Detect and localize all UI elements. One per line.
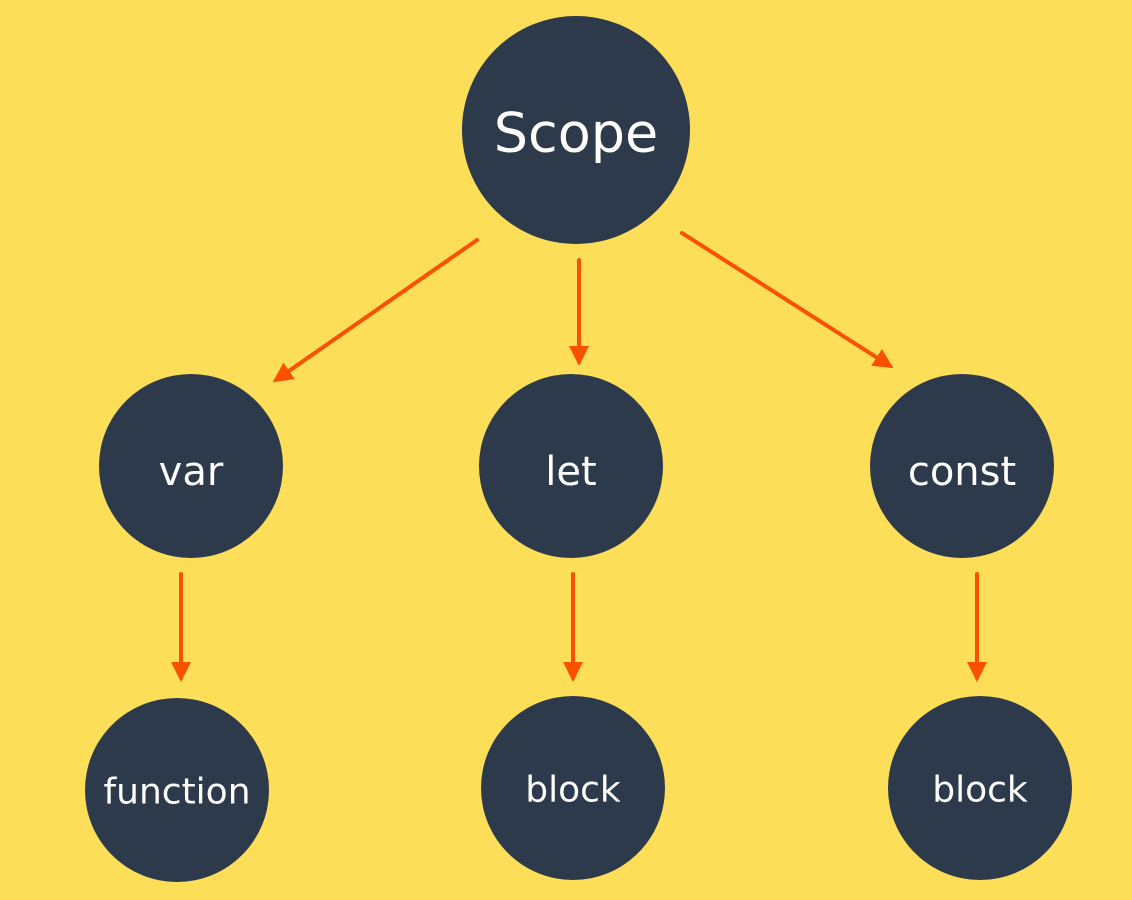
- node-var-label: var: [159, 449, 224, 495]
- node-scope-label: Scope: [494, 102, 659, 165]
- node-block-let-label: block: [525, 770, 621, 811]
- node-scope: Scope: [462, 16, 690, 244]
- node-const-label: const: [908, 449, 1016, 495]
- node-block-const-label: block: [932, 770, 1028, 811]
- node-block-const: block: [888, 696, 1072, 880]
- node-function-label: function: [103, 772, 250, 813]
- node-let: let: [479, 374, 663, 558]
- node-function: function: [85, 698, 269, 882]
- node-let-label: let: [545, 449, 596, 495]
- node-block-let: block: [481, 696, 665, 880]
- edge-root-to-const: [680, 231, 894, 369]
- node-const: const: [870, 374, 1054, 558]
- node-var: var: [99, 374, 283, 558]
- edge-root-to-var: [272, 238, 479, 383]
